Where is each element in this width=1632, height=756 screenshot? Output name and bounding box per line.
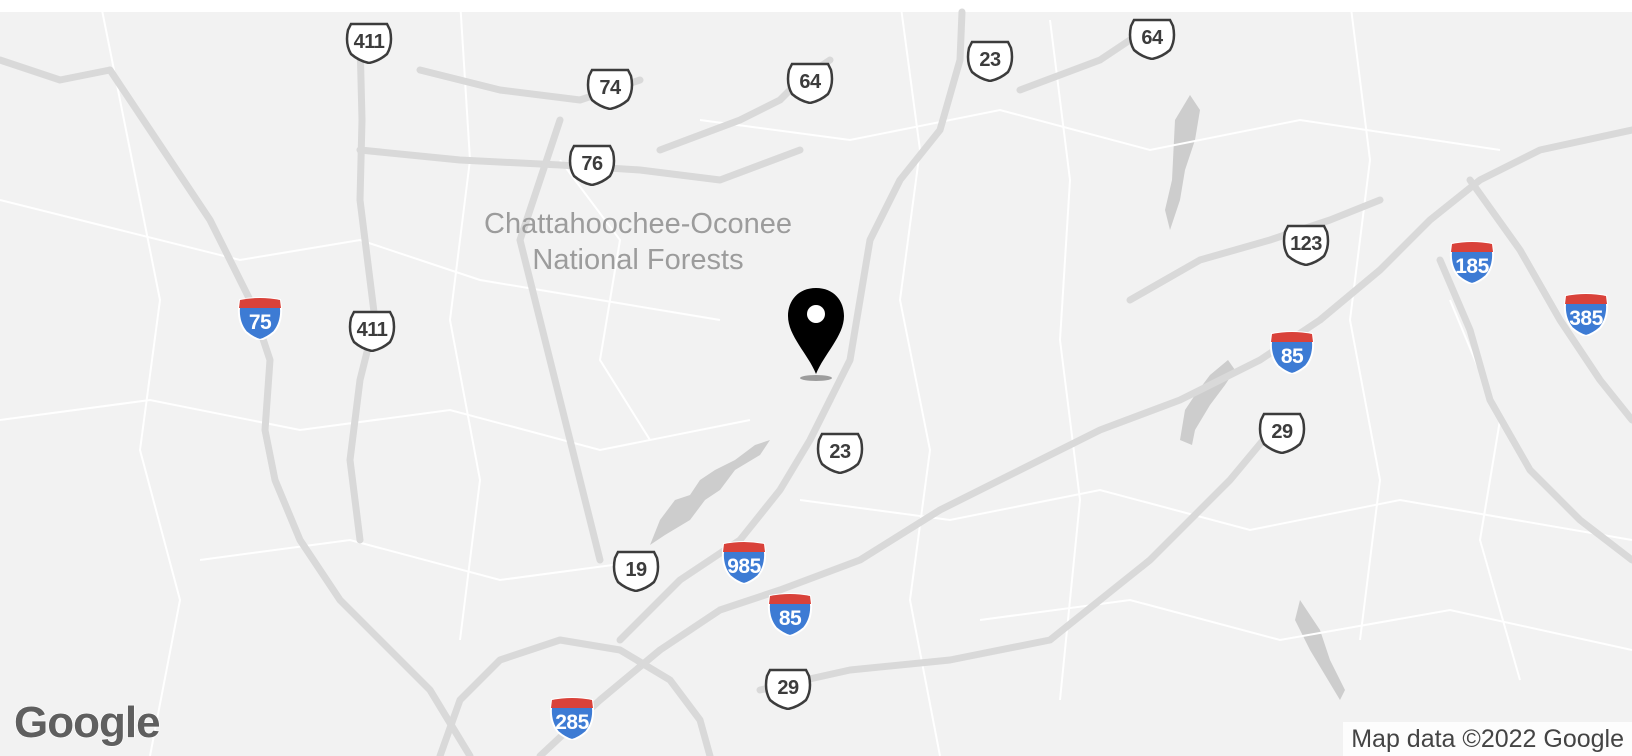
i-75 [106,66,474,756]
route-number: 385 [1569,307,1603,330]
us-route-shield-123[interactable]: 123 [1280,222,1332,266]
us-23 [826,8,966,404]
lake-keowee [1165,95,1200,230]
us-route-shield-64-east[interactable]: 64 [1126,16,1178,60]
us-411 [346,36,379,544]
interstate-shield-85-north[interactable]: 85 [1266,330,1318,374]
route-number: 185 [1455,255,1489,278]
route-number: 75 [248,311,272,334]
i-85 [536,126,1632,756]
us-route-shield-64-west[interactable]: 64 [784,60,836,104]
interstate-shield-385[interactable]: 385 [1560,292,1612,336]
us-route-shield-29-south[interactable]: 29 [762,666,814,710]
lake-lanier [650,440,770,545]
route-number: 123 [1290,233,1322,255]
i-185 [1436,256,1632,564]
i-985 [616,396,834,644]
lake-thurmond [1295,600,1345,700]
interstate-shield-75[interactable]: 75 [234,296,286,340]
interstate-shield-85-south[interactable]: 85 [764,592,816,636]
region-label-line-2: National Forests [532,244,744,276]
route-number: 29 [777,677,799,699]
interstate-shield-185[interactable]: 185 [1446,240,1498,284]
i-385 [1466,176,1632,424]
region-label-line-1: Chattahoochee-Oconee [484,208,792,240]
route-number: 411 [356,319,388,341]
us-route-shield-76[interactable]: 76 [566,142,618,186]
route-number: 64 [1141,27,1163,49]
us-route-shield-411-south[interactable]: 411 [346,308,398,352]
route-number: 19 [625,559,647,581]
us-route-shield-23-north[interactable]: 23 [964,38,1016,82]
us-19 [516,116,604,564]
location-pin-icon[interactable] [784,286,848,386]
route-number: 85 [778,607,802,630]
route-number: 74 [599,77,621,99]
major-roads [0,8,1632,756]
route-number: 23 [829,441,851,463]
us-route-shield-19[interactable]: 19 [610,548,662,592]
route-number: 76 [581,153,603,175]
region-label: Chattahoochee-Oconee National Forests [418,206,858,278]
route-number: 285 [555,711,589,734]
route-number: 64 [799,71,821,93]
interstate-shield-985[interactable]: 985 [718,540,770,584]
i-285 [436,636,714,756]
us-route-shield-23-south[interactable]: 23 [814,430,866,474]
us-29 [756,416,1284,694]
us-route-shield-74[interactable]: 74 [584,66,636,110]
interstate-shield-285[interactable]: 285 [546,696,598,740]
us-route-shield-29-north[interactable]: 29 [1256,410,1308,454]
us-441 [0,56,114,84]
us-123 [1126,196,1384,304]
route-number: 985 [727,555,761,578]
route-number: 23 [979,49,1001,71]
route-number: 411 [353,31,385,53]
route-number: 85 [1280,345,1304,368]
water-bodies [650,95,1345,700]
us-route-shield-411-north[interactable]: 411 [343,20,395,64]
map-attribution[interactable]: Map data ©2022 Google [1343,722,1632,756]
route-number: 29 [1271,421,1293,443]
google-logo[interactable]: Google [13,697,161,747]
